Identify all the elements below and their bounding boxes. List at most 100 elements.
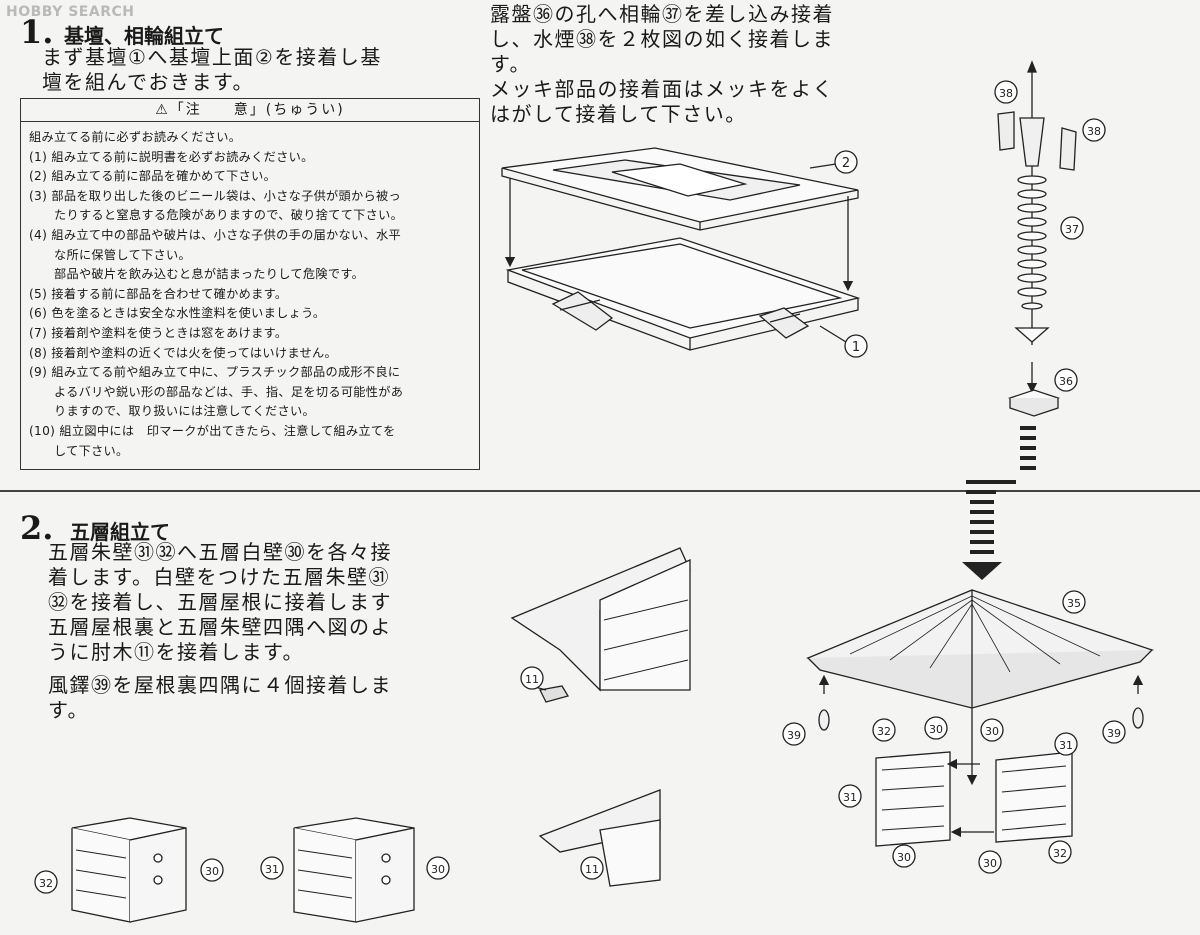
step-1-line: まず基壇①へ基壇上面②を接着し基 [42,45,382,69]
svg-text:32: 32 [877,725,891,738]
svg-text:30: 30 [897,851,911,864]
callout-31: 31 [260,856,284,880]
caution-line: (6) 色を塗るときは安全な水性塗料を使いましょう。 [29,306,326,321]
step-2-line: 五層屋根裏と五層朱壁四隅へ図のよ [48,615,392,639]
step-2-line: 五層朱壁㉛㉜へ五層白壁㉚を各々接 [48,540,392,564]
caution-line: 組み立てる前に必ずお読みください。 [29,130,242,144]
caution-line: りますので、取り扱いには注意してください。 [29,404,315,419]
svg-text:11: 11 [525,673,539,686]
step-1-right-text: 露盤㊱の孔へ相輪㊲を差し込み接着 し、水煙㊳を２枚図の如く接着しま す。 メッキ… [490,2,834,127]
caution-line: (8) 接着剤や塗料の近くでは火を使ってはいけません。 [29,345,337,360]
svg-text:30: 30 [983,857,997,870]
roof-bracket-detail [510,547,691,703]
callout-38: 38 [994,80,1018,104]
base-top-plate [501,147,859,231]
step-1-text: まず基壇①へ基壇上面②を接着し基 壇を組んでおきます。 [42,45,382,95]
callout-32: 32 [872,718,896,742]
svg-text:39: 39 [1107,727,1121,740]
step-2-line: す。 [48,698,89,722]
step-2-text: 五層朱壁㉛㉜へ五層白壁㉚を各々接 着します。白壁をつけた五層朱壁㉛ ㉜を接着し、… [48,540,392,723]
callout-31: 31 [838,784,862,808]
callout-32: 32 [34,870,58,894]
step-1-right-line: す。 [490,52,531,76]
caution-line: (10) 組立図中には 印マークが出てきたら、注意して組み立てを [29,423,396,438]
wall-assembly-right [293,817,415,923]
svg-text:37: 37 [1065,223,1079,236]
callout-35: 35 [1062,590,1086,614]
caution-line: よるバリや鋭い形の部品などは、手、指、足を切る可能性があ [29,384,404,399]
step-1-right-line: し、水煙㊳を２枚図の如く接着しま [490,27,834,51]
caution-line: (4) 組み立て中の部品や破片は、小さな子供の手の届かない、水平 [29,227,401,242]
step-1-number: 1. [20,13,54,51]
roof-eave-detail [538,789,661,887]
caution-line: (3) 部品を取り出した後のビニール袋は、小さな子供が頭から被っ [29,188,401,203]
callout-32: 32 [1048,840,1072,864]
caution-line: な所に保管して下さい。 [29,247,191,262]
callout-1: 1 [844,334,868,358]
step-2-title: 五層組立て [70,520,170,544]
callout-36: 36 [1054,368,1078,392]
callout-30: 30 [200,858,224,882]
roof [805,589,1155,786]
svg-text:35: 35 [1067,597,1081,610]
step-2-number: 2. [20,509,54,547]
caution-box: ⚠「注 意」(ちゅうい) 組み立てる前に必ずお読みください。 (1) 組み立てる… [20,98,480,470]
step-1-right-line: はがして接着して下さい。 [490,102,747,126]
caution-line: して下さい。 [29,443,129,458]
svg-text:30: 30 [985,725,999,738]
step-1-right-line: メッキ部品の接着面はメッキをよく [490,77,834,101]
svg-text:39: 39 [787,729,801,742]
callout-39: 39 [782,722,806,746]
caution-line: 部品や破片を飲み込むと息が詰まったりして危険です。 [29,267,365,282]
step-2-line: うに肘木⑪を接着します。 [48,640,304,664]
section-divider [0,490,1200,492]
svg-text:1: 1 [852,340,860,355]
svg-text:2: 2 [842,156,850,171]
caution-line: (5) 接着する前に部品を合わせて確かめます。 [29,286,288,301]
step-1-right-line: 露盤㊱の孔へ相輪㊲を差し込み接着 [490,2,834,26]
caution-line: (9) 組み立てる前や組み立て中に、プラスチック部品の成形不良に [29,365,401,380]
spire [997,60,1077,417]
step-2-line: ㉜を接着し、五層屋根に接着します [48,590,392,614]
wind-bell [818,707,1144,731]
svg-text:32: 32 [39,877,53,890]
caution-list: 組み立てる前に必ずお読みください。 (1) 組み立てる前に説明書を必ずお読みくだ… [21,122,479,461]
svg-text:38: 38 [1087,125,1101,138]
svg-text:31: 31 [265,863,279,876]
callout-31: 31 [1054,732,1078,756]
step-1-line: 壇を組んでおきます。 [42,70,254,94]
callout-11: 11 [520,666,544,690]
callout-2: 2 [834,150,858,174]
svg-text:11: 11 [585,863,599,876]
callout-30: 30 [980,718,1004,742]
fifth-tier-walls [875,751,1073,847]
svg-text:31: 31 [1059,739,1073,752]
watermark: HOBBY SEARCH [6,4,135,20]
callout-38: 38 [1082,118,1106,142]
big-down-arrow-icon [962,426,1036,580]
callout-37: 37 [1060,216,1084,240]
caution-line: (7) 接着剤や塗料を使うときは窓をあけます。 [29,325,288,340]
step-2-line: 着します。白壁をつけた五層朱壁㉛ [48,565,390,589]
step-2-line: 風鐸㊴を屋根裏四隅に４個接着しま [48,673,392,697]
base-frame [505,237,861,351]
svg-text:30: 30 [205,865,219,878]
svg-text:30: 30 [929,723,943,736]
caution-line: (2) 組み立てる前に部品を確かめて下さい。 [29,169,277,184]
callout-30: 30 [892,844,916,868]
callout-30: 30 [978,850,1002,874]
callout-39: 39 [1102,720,1126,744]
callout-30: 30 [426,856,450,880]
caution-line: たりすると窒息する危険がありますので、破り捨てて下さい。 [29,208,404,223]
wall-assembly-left [71,817,187,923]
caution-title: ⚠「注 意」(ちゅうい) [21,99,479,122]
caution-line: (1) 組み立てる前に説明書を必ずお読みください。 [29,149,314,164]
svg-text:32: 32 [1053,847,1067,860]
step-1-title: 基壇、相輪組立て [64,24,224,48]
part-callouts: 2 1 38 38 37 36 35 39 39 11 11 32 30 30 … [34,80,1126,894]
svg-text:31: 31 [843,791,857,804]
svg-text:36: 36 [1059,375,1073,388]
svg-text:30: 30 [431,863,445,876]
callout-30: 30 [924,716,948,740]
